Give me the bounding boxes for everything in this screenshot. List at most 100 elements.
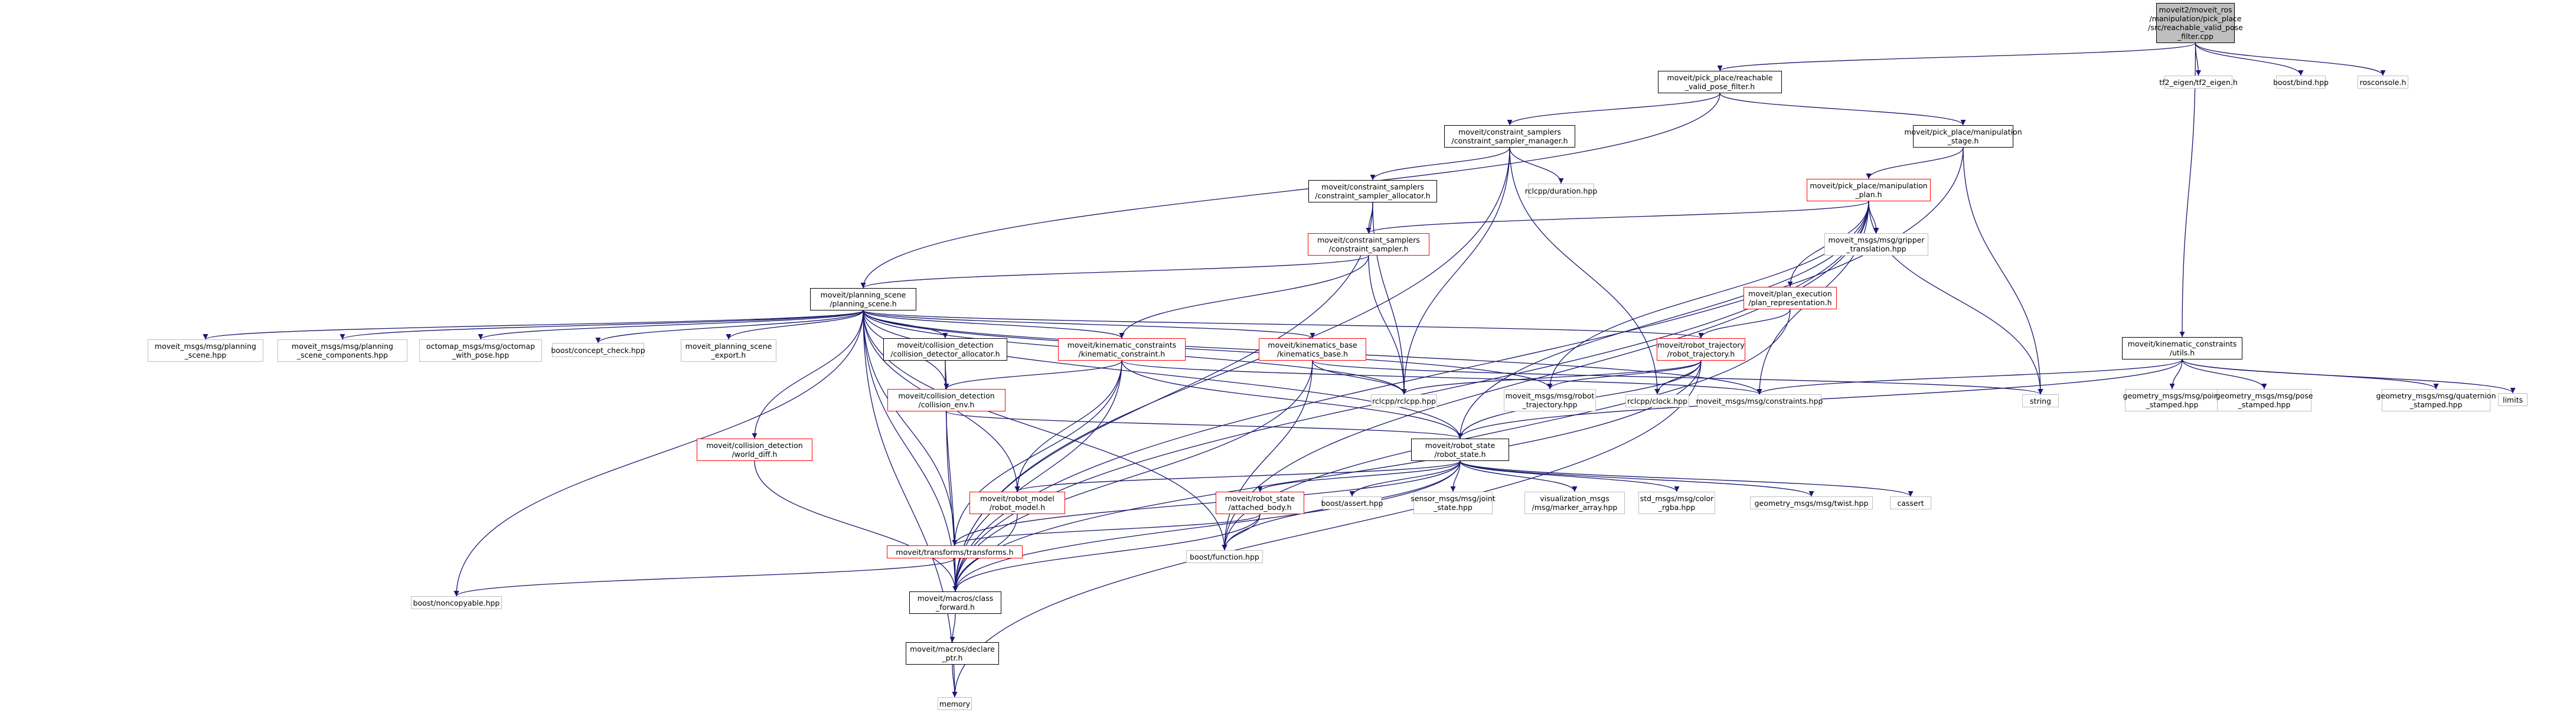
node-boost-bind-hpp: boost/bind.hpp (2273, 76, 2329, 89)
node-rclcpp-clock-hpp: rclcpp/clock.hpp (1625, 394, 1689, 407)
edge-reach-to-ps (860, 93, 1720, 289)
edge-kc-to-rs (1121, 360, 1463, 439)
node-rclcpp-hpp: rclcpp/rclcpp.hpp (1371, 394, 1437, 407)
node-robot-model-h[interactable]: moveit/robot_model /robot_model.h (969, 492, 1065, 514)
node-constraint-sampler-allocator-h[interactable]: moveit/constraint_samplers /constraint_s… (1308, 180, 1437, 202)
node-memory: memory (938, 697, 972, 710)
edge-rs-to-ab (1257, 460, 1461, 492)
edge-ps-to-psexport (726, 310, 864, 340)
edge-csm-to-csa (1370, 147, 1510, 181)
edge-root-to-bind (2195, 42, 2304, 76)
edge-plan-to-cs (1366, 201, 1869, 234)
node-rclcpp-duration-hpp: rclcpp/duration.hpp (1525, 184, 1597, 198)
edge-csm-to-rclcpp (1401, 147, 1510, 395)
node-tf2-eigen-h: tf2_eigen/tf2_eigen.h (2159, 76, 2238, 89)
node-reachable-valid-pose-filter-h[interactable]: moveit/pick_place/reachable _valid_pose_… (1658, 71, 1782, 93)
edge-ps-to-psc (339, 310, 864, 340)
edge-stage-to-plan (1866, 147, 1964, 179)
node-reachable-valid-pose-filter-cpp: moveit2/moveit_ros /manipulation/pick_pl… (2148, 3, 2243, 43)
node-quaternion-stamped-hpp: geometry_msgs/msg/quaternion _stamped.hp… (2376, 389, 2496, 411)
edge-rs-to-assert (1349, 460, 1461, 497)
node-robot-state-h[interactable]: moveit/robot_state /robot_state.h (1411, 439, 1509, 461)
node-gripper-translation-hpp: moveit_msgs/msg/gripper _translation.hpp (1824, 233, 1928, 256)
edge-reach-to-csm (1507, 93, 1720, 126)
edge-plan-to-string (1868, 201, 2043, 395)
edge-stage-to-cf (952, 147, 1964, 592)
node-class-forward-h[interactable]: moveit/macros/class _forward.h (909, 591, 1001, 614)
node-twist-hpp: geometry_msgs/msg/twist.hpp (1750, 496, 1873, 509)
edge-rs-to-rm (1014, 460, 1461, 492)
node-joint-state-hpp: sensor_msgs/msg/joint _state.hpp (1411, 492, 1496, 514)
edge-rs-to-cassert (1460, 460, 1914, 497)
node-constraint-sampler-h[interactable]: moveit/constraint_samplers /constraint_s… (1308, 233, 1429, 256)
edge-rs-to-cf (952, 460, 1461, 592)
edge-rt-to-clock (1654, 360, 1702, 395)
edge-root-to-rosconsole (2195, 42, 2386, 76)
node-world-diff-h[interactable]: moveit/collision_detection /world_diff.h (697, 439, 812, 461)
edge-kcu-to-constraints (1756, 359, 2183, 395)
node-color-rgba-hpp: std_msgs/msg/color _rgba.hpp (1638, 492, 1715, 514)
edge-kcu-to-limits (2182, 359, 2516, 394)
edge-kc-to-tr (952, 360, 1122, 546)
node-kinematic-constraints-utils-h[interactable]: moveit/kinematic_constraints /utils.h (2122, 337, 2242, 359)
node-limits: limits (2498, 393, 2528, 406)
edge-csm-to-cf (952, 147, 1510, 592)
node-attached-body-h[interactable]: moveit/robot_state /attached_body.h (1216, 492, 1304, 514)
edge-kb-to-rclcpp (1312, 360, 1407, 395)
edge-ps-to-rt (863, 310, 1703, 339)
node-collision-env-h[interactable]: moveit/collision_detection /collision_en… (887, 389, 1005, 411)
node-manipulation-stage-h[interactable]: moveit/pick_place/manipulation _stage.h (1904, 125, 2022, 148)
node-planning-scene-components-hpp: moveit_msgs/msg/planning _scene_componen… (277, 339, 407, 362)
node-collision-detector-allocator-h[interactable]: moveit/collision_detection /collision_de… (883, 338, 1007, 361)
node-kinematics-base-h[interactable]: moveit/kinematics_base /kinematics_base.… (1259, 338, 1366, 361)
node-declare-ptr-h[interactable]: moveit/macros/declare _ptr.h (906, 642, 999, 665)
edge-ps-to-tr (863, 310, 958, 546)
node-planning-scene-h[interactable]: moveit/planning_scene /planning_scene.h (810, 288, 916, 310)
edge-rt-to-mrt (1547, 360, 1702, 390)
edge-cs-to-rclcpp (1368, 255, 1407, 395)
edge-ps-to-rs (863, 310, 1463, 439)
edge-ps-to-memory (863, 310, 958, 698)
edge-ps-to-mrt (863, 310, 1553, 390)
edge-root-to-tf2 (2195, 42, 2201, 76)
node-transforms-h[interactable]: moveit/transforms/transforms.h (887, 545, 1023, 558)
edge-ps-to-octomap (478, 310, 864, 340)
node-constraint-sampler-manager-h[interactable]: moveit/constraint_samplers /constraint_s… (1444, 125, 1575, 148)
edge-ps-to-cda (863, 310, 948, 339)
edge-csm-to-clock (1509, 147, 1660, 395)
edge-kc-to-rm (1014, 360, 1122, 492)
edge-kb-to-func (1222, 360, 1313, 551)
edge-kcu-to-gpose (2182, 359, 2267, 390)
edge-cs-to-ps (860, 255, 1369, 289)
node-boost-noncopyable-hpp: boost/noncopyable.hpp (411, 596, 502, 609)
edge-rs-to-color (1460, 460, 1680, 492)
edge-ps-to-concept (595, 310, 864, 344)
edge-root-to-kcu (2179, 42, 2196, 338)
edge-ps-to-wd (752, 310, 864, 439)
edge-rs-to-tr (952, 460, 1461, 546)
edge-root-to-reach (1717, 42, 2196, 71)
node-msg-planning-scene-hpp: moveit_msgs/msg/planning _scene.hpp (148, 339, 263, 362)
edge-wd-to-cf (754, 460, 958, 592)
edge-csm-to-duration (1509, 147, 1564, 184)
node-marker-array-hpp: visualization_msgs /msg/marker_array.hpp (1524, 492, 1625, 514)
edge-ab-to-cf (952, 514, 1261, 592)
node-plan-representation-h[interactable]: moveit/plan_execution /plan_representati… (1744, 287, 1837, 309)
edge-kc-to-constraints (1121, 360, 1762, 395)
edge-planrep-to-rt (1698, 309, 1791, 339)
edge-plan-to-func (1222, 201, 1869, 551)
node-boost-assert-hpp: boost/assert.hpp (1321, 496, 1383, 509)
node-boost-concept-check-hpp: boost/concept_check.hpp (551, 343, 645, 357)
node-robot-trajectory-h[interactable]: moveit/robot_trajectory /robot_trajector… (1657, 338, 1745, 361)
node-kinematic-constraint-h[interactable]: moveit/kinematic_constraints /kinematic_… (1058, 338, 1186, 361)
edge-kb-to-string (1312, 360, 2043, 395)
node-manipulation-plan-h[interactable]: moveit/pick_place/manipulation _plan.h (1807, 179, 1931, 201)
edge-rt-to-rclcpp (1401, 360, 1702, 395)
edge-dp-to-memory (952, 664, 958, 698)
edge-ps-to-kc (863, 310, 1125, 339)
edge-ab-to-func (1222, 514, 1261, 551)
edge-rs-to-twist (1460, 460, 1814, 497)
edge-cenv-to-rs (946, 411, 1463, 439)
edge-plan-to-gripper (1868, 201, 1879, 234)
edge-cf-to-dp (949, 613, 956, 643)
